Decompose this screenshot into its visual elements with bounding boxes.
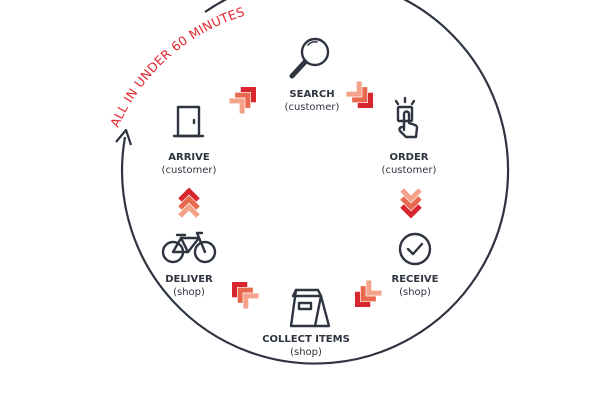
flow-chevron-search-to-order-icon	[346, 81, 376, 111]
step-actor: (customer)	[162, 165, 217, 176]
step-title: ORDER	[389, 152, 428, 163]
paper-bag-icon	[289, 288, 331, 328]
ring-arrowhead-icon	[115, 128, 133, 146]
step-actor: (customer)	[285, 102, 340, 113]
cycle-ring	[120, 0, 510, 365]
door-icon	[172, 105, 205, 138]
step-title: COLLECT ITEMS	[262, 334, 350, 345]
step-actor: (shop)	[290, 347, 322, 358]
step-title: SEARCH	[289, 89, 334, 100]
step-actor: (shop)	[399, 287, 431, 298]
step-title: RECEIVE	[392, 274, 439, 285]
step-deliver: DELIVER (shop)	[161, 231, 217, 298]
step-title: ARRIVE	[168, 152, 210, 163]
check-circle-icon	[398, 232, 432, 266]
flow-chevron-collect-to-deliver-icon	[228, 278, 258, 308]
step-actor: (shop)	[173, 287, 205, 298]
tap-button-icon	[394, 96, 419, 139]
bicycle-icon	[161, 231, 217, 264]
step-order: ORDER (customer)	[382, 96, 437, 176]
flow-chevron-receive-to-collect-icon	[351, 280, 381, 310]
flow-chevron-arrive-to-search-icon	[229, 83, 259, 113]
magnifier-icon	[289, 37, 330, 79]
step-actor: (customer)	[382, 165, 437, 176]
step-title: DELIVER	[165, 274, 213, 285]
step-search: SEARCH (customer)	[285, 37, 340, 113]
step-receive: RECEIVE (shop)	[392, 232, 439, 298]
flow-chevron-order-to-receive-icon	[402, 190, 420, 215]
step-arrive: ARRIVE (customer)	[162, 105, 217, 176]
flow-chevron-deliver-to-arrive-icon	[180, 191, 198, 216]
headline: ALL IN UNDER 60 MINUTES	[107, 4, 246, 129]
step-collect-items: COLLECT ITEMS (shop)	[262, 288, 350, 358]
